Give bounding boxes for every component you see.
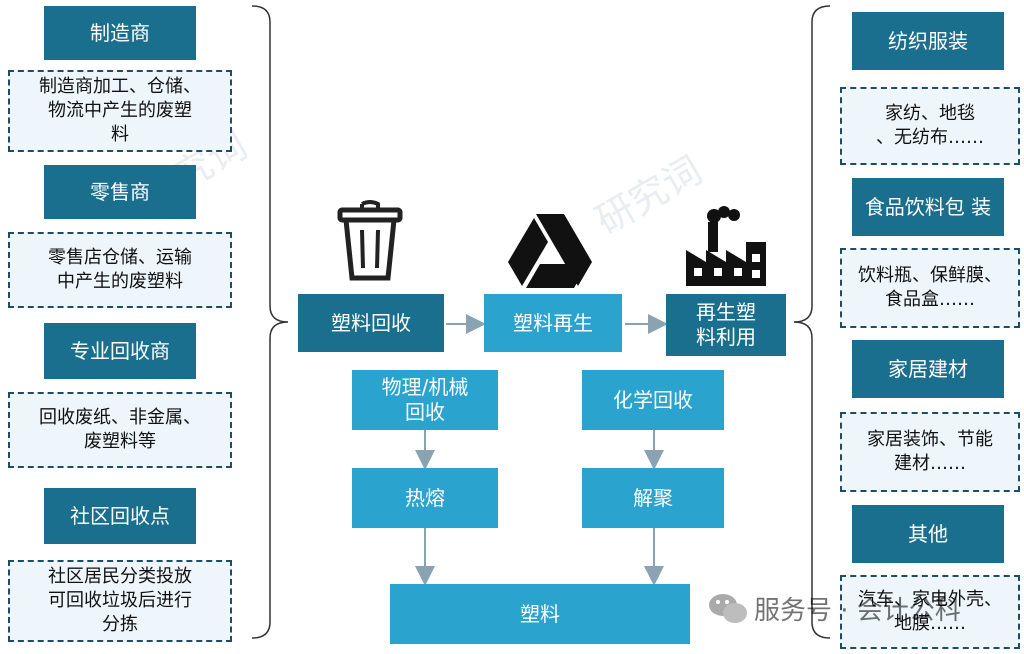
- textile-apparel-box: 纺织服装: [852, 12, 1004, 70]
- wechat-watermark: 服务号 · 会计公科: [708, 590, 961, 627]
- community-recycle-point-desc: 社区居民分类投放 可回收垃圾后进行 分拣: [8, 560, 232, 642]
- manufacturer-desc: 制造商加工、仓储、 物流中产生的废塑 料: [8, 70, 232, 152]
- others-box: 其他: [852, 505, 1004, 563]
- textile-apparel-desc: 家纺、地毯 、无纺布……: [840, 87, 1020, 165]
- left-brace: [251, 5, 289, 639]
- food-beverage-packaging-desc: 饮料瓶、保鲜膜、 食品盒……: [840, 248, 1020, 328]
- physical-mechanical-recycling-box: 物理/机械 回收: [352, 370, 498, 430]
- professional-recycler-box: 专业回收商: [44, 323, 196, 379]
- food-beverage-packaging-box: 食品饮料包 装: [852, 178, 1004, 236]
- factory-icon: [686, 206, 766, 286]
- hot-melt-box: 热熔: [352, 468, 498, 528]
- home-building-materials-desc: 家居装饰、节能 建材……: [840, 412, 1020, 492]
- retailer-box: 零售商: [44, 165, 196, 219]
- depolymerization-box: 解聚: [582, 468, 724, 528]
- community-recycle-point-box: 社区回收点: [44, 488, 196, 544]
- triangle-logo-icon: [508, 214, 592, 288]
- manufacturer-box: 制造商: [44, 6, 196, 60]
- recycled-plastic-utilization-box: 再生塑 料利用: [666, 294, 786, 356]
- plastic-box: 塑料: [390, 584, 690, 644]
- wechat-icon: [709, 593, 747, 623]
- chemical-recycling-box: 化学回收: [582, 370, 724, 430]
- others-desc: 汽车、家电外壳、 地膜……: [840, 575, 1020, 649]
- retailer-desc: 零售店仓储、运输 中产生的废塑料: [8, 232, 232, 308]
- trash-bin-icon: [337, 200, 403, 281]
- plastic-regeneration-box: 塑料再生: [484, 294, 622, 352]
- professional-recycler-desc: 回收废纸、非金属、 废塑料等: [8, 392, 232, 468]
- plastic-recycling-box: 塑料回收: [298, 294, 444, 352]
- right-brace: [793, 5, 831, 639]
- home-building-materials-box: 家居建材: [852, 340, 1004, 398]
- watermark-text: 服务号 · 会计公科: [754, 596, 961, 626]
